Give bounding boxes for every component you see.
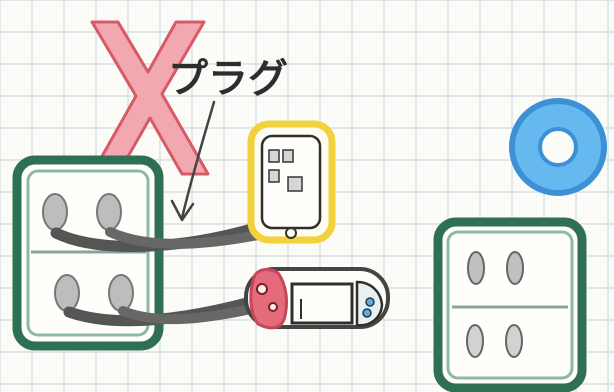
circle-mark-icon bbox=[512, 101, 604, 193]
wall-outlet-icon bbox=[438, 222, 582, 388]
overloaded-power-strip-icon bbox=[17, 160, 263, 346]
plug-label: プラグ bbox=[168, 56, 288, 102]
smartphone-icon bbox=[251, 124, 332, 240]
handheld-game-console-icon bbox=[246, 269, 388, 328]
